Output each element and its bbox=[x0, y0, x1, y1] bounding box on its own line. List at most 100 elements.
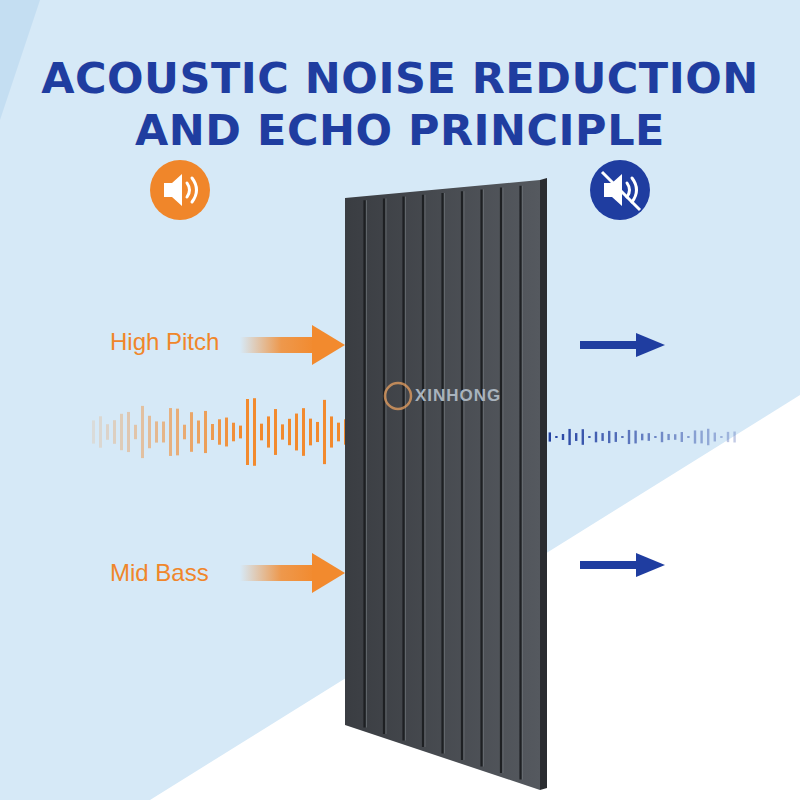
wave-bar bbox=[141, 406, 144, 458]
wave-bar bbox=[674, 434, 676, 440]
panel-slats bbox=[365, 186, 523, 780]
wave-bar bbox=[595, 432, 597, 443]
slat-groove bbox=[402, 197, 404, 741]
wave-bar bbox=[615, 432, 617, 442]
wave-bar bbox=[628, 430, 630, 444]
wave-bar bbox=[295, 414, 298, 451]
wave-bar bbox=[667, 434, 669, 440]
wave-bar bbox=[608, 431, 610, 443]
wave-bar bbox=[225, 418, 228, 447]
wave-bar bbox=[190, 412, 193, 452]
wave-bar bbox=[232, 423, 235, 442]
slat-highlight bbox=[366, 200, 367, 727]
wave-bar bbox=[260, 424, 263, 441]
wave-bar bbox=[113, 420, 116, 444]
slat-groove bbox=[363, 200, 365, 727]
wave-bar bbox=[218, 419, 221, 444]
slat-highlight bbox=[425, 195, 426, 747]
slat-highlight bbox=[444, 193, 445, 754]
watermark: XINHONG bbox=[415, 386, 501, 406]
wave-bar bbox=[162, 422, 165, 443]
wave-bar bbox=[601, 433, 603, 441]
wave-bar bbox=[555, 436, 557, 438]
slat-highlight bbox=[405, 197, 406, 741]
acoustic-panel bbox=[345, 180, 540, 790]
slat-groove bbox=[519, 186, 521, 780]
wave-bar bbox=[634, 431, 636, 444]
wave-bar bbox=[134, 425, 137, 439]
wave-bar bbox=[155, 421, 158, 442]
wave-bar bbox=[92, 420, 95, 443]
wave-bar bbox=[169, 408, 172, 456]
title: ACOUSTIC NOISE REDUCTION AND ECHO PRINCI… bbox=[20, 52, 780, 156]
sound-wave bbox=[92, 398, 368, 466]
wave-bar bbox=[588, 436, 590, 438]
wave-bar bbox=[330, 416, 333, 447]
wave-bar bbox=[641, 434, 643, 441]
panel-edge bbox=[540, 178, 547, 790]
slat-highlight bbox=[386, 198, 387, 734]
wave-bar bbox=[288, 419, 291, 445]
wave-bar bbox=[204, 411, 207, 453]
wave-bar bbox=[106, 424, 109, 440]
wave-bar bbox=[176, 409, 179, 456]
incoming-arrow bbox=[240, 553, 345, 593]
frequency-label: Mid Bass bbox=[110, 559, 209, 587]
slat-highlight bbox=[522, 186, 523, 780]
reduced-sound-wave bbox=[542, 429, 736, 445]
wave-bar bbox=[211, 424, 214, 440]
wave-bar bbox=[127, 412, 130, 452]
wave-bar bbox=[648, 433, 650, 441]
frequency-label: High Pitch bbox=[110, 328, 219, 356]
background-band bbox=[0, 0, 40, 120]
muted-speaker-icon bbox=[590, 160, 650, 220]
slat-groove bbox=[480, 189, 482, 766]
slat-groove bbox=[461, 191, 463, 760]
wave-bar bbox=[694, 430, 696, 443]
wave-bar bbox=[337, 423, 340, 442]
wave-bar bbox=[575, 433, 577, 441]
slat-highlight bbox=[503, 188, 504, 773]
wave-bar bbox=[720, 436, 722, 438]
wave-bar bbox=[582, 429, 584, 445]
incoming-arrow bbox=[240, 325, 345, 365]
wave-bar bbox=[654, 436, 656, 438]
wave-bar bbox=[316, 422, 319, 442]
slat-groove bbox=[383, 198, 385, 734]
wave-bar bbox=[183, 425, 186, 440]
wave-bar bbox=[687, 436, 689, 438]
wave-bar bbox=[309, 419, 312, 446]
wave-bar bbox=[323, 400, 326, 464]
wave-bar bbox=[733, 432, 735, 443]
wave-bar bbox=[681, 432, 683, 442]
slat-groove bbox=[441, 193, 443, 754]
wave-bar bbox=[274, 409, 277, 455]
wave-bar bbox=[714, 433, 716, 442]
wave-bar bbox=[621, 436, 623, 438]
wave-bar bbox=[727, 432, 729, 442]
wave-bar bbox=[302, 408, 305, 456]
wave-bar bbox=[707, 429, 709, 445]
wave-bar bbox=[661, 432, 663, 442]
slat-groove bbox=[422, 195, 424, 747]
wave-bar bbox=[246, 399, 249, 465]
outgoing-arrow bbox=[580, 553, 665, 577]
wave-bar bbox=[99, 416, 102, 447]
wave-bar bbox=[281, 424, 284, 439]
wave-bar bbox=[197, 420, 200, 443]
wave-bar bbox=[148, 416, 151, 448]
slat-groove bbox=[500, 188, 502, 773]
speaker-icon bbox=[150, 160, 210, 220]
wave-bar bbox=[120, 414, 123, 450]
wave-bar bbox=[549, 432, 551, 441]
slat-highlight bbox=[464, 191, 465, 760]
wave-bar bbox=[700, 431, 702, 444]
wave-bar bbox=[253, 398, 256, 466]
wave-bar bbox=[562, 434, 564, 440]
wave-bar bbox=[239, 426, 242, 439]
slat-highlight bbox=[483, 189, 484, 766]
wave-bar bbox=[568, 429, 570, 445]
wave-bar bbox=[267, 416, 270, 447]
